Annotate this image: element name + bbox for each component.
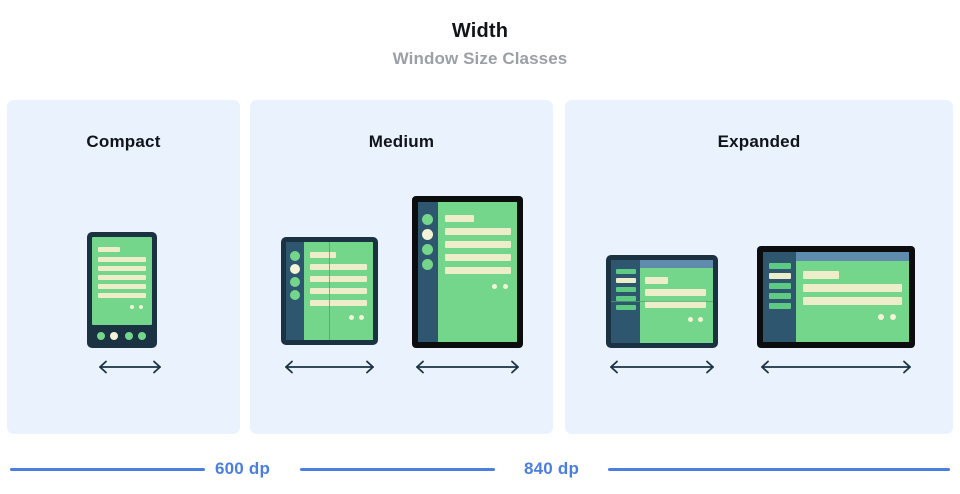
rail-bar	[616, 269, 636, 274]
rail-bar	[769, 283, 791, 289]
device-group-expanded	[565, 100, 953, 434]
rail-dot	[422, 214, 433, 225]
panel-expanded: Expanded	[565, 100, 953, 434]
fab-dot	[890, 314, 896, 320]
nav-dot-active	[110, 332, 118, 340]
breakpoint-rule-mid-left	[300, 468, 495, 471]
panel-compact: Compact	[7, 100, 240, 434]
page-title: Width	[451, 20, 509, 42]
device-tablet-portrait	[412, 196, 523, 348]
fab-dot	[359, 315, 364, 320]
content-line	[803, 284, 902, 292]
nav-rail	[763, 252, 796, 342]
content-line	[310, 252, 336, 258]
device-phone-portrait	[87, 232, 157, 348]
rail-bar	[769, 303, 791, 309]
content-line	[98, 266, 146, 271]
nav-rail	[418, 202, 438, 342]
device-group-compact	[7, 100, 240, 434]
tablet-screen	[438, 202, 517, 342]
fab-dot	[688, 317, 693, 322]
rail-bar-active	[616, 278, 636, 283]
size-class-panels: Compact	[0, 100, 960, 434]
device-group-medium	[250, 100, 553, 434]
panel-label-compact: Compact	[86, 132, 161, 151]
foldable-screen	[304, 242, 373, 340]
top-app-bar	[640, 260, 713, 268]
rail-dot	[290, 277, 300, 287]
content-line	[310, 264, 367, 270]
content-line	[98, 293, 146, 298]
content-line	[803, 297, 902, 305]
breakpoint-rule-left	[10, 468, 205, 471]
content-line	[445, 241, 511, 248]
rail-dot-active	[422, 229, 433, 240]
content-line	[645, 277, 668, 284]
content-line	[445, 228, 511, 235]
content-line	[310, 276, 367, 282]
diagram-header: Width Window Size Classes	[0, 18, 960, 71]
width-arrow	[412, 358, 523, 376]
content-line	[445, 215, 474, 222]
rail-dot	[290, 251, 300, 261]
fab-dot	[130, 305, 134, 309]
rail-bar	[769, 293, 791, 299]
panel-label-expanded: Expanded	[717, 132, 801, 151]
fab-dot	[698, 317, 703, 322]
rail-bar	[616, 287, 636, 292]
top-app-bar	[796, 252, 909, 261]
breakpoint-ruler: 600 dp 840 dp	[0, 455, 960, 485]
content-line	[310, 288, 367, 294]
fold-crease	[611, 301, 713, 302]
phone-bottom-nav	[92, 327, 152, 343]
device-foldable-portrait	[281, 237, 378, 345]
breakpoint-label-600: 600 dp	[215, 459, 271, 478]
content-line	[445, 267, 511, 274]
fold-crease	[329, 242, 330, 340]
panel-medium: Medium	[250, 100, 553, 434]
width-arrow	[757, 358, 915, 376]
phone-screen	[92, 237, 152, 325]
rail-bar	[769, 263, 791, 269]
content-line	[310, 300, 367, 306]
content-line	[98, 275, 146, 280]
content-line	[645, 301, 706, 308]
width-arrow	[95, 358, 165, 376]
nav-dot	[138, 332, 146, 340]
breakpoint-label-840: 840 dp	[524, 459, 580, 478]
device-foldable-landscape	[606, 255, 718, 348]
content-line	[98, 247, 120, 252]
content-line	[98, 284, 146, 289]
content-line	[803, 271, 839, 279]
rail-bar-active	[769, 273, 791, 279]
fab-dot	[878, 314, 884, 320]
breakpoint-rule-right	[608, 468, 950, 471]
rail-bar	[616, 296, 636, 301]
fab-dot	[492, 284, 497, 289]
panel-label-medium: Medium	[368, 132, 435, 151]
fab-dot	[349, 315, 354, 320]
tablet-landscape-screen	[796, 252, 909, 342]
nav-dot	[97, 332, 105, 340]
fab-dot	[139, 305, 143, 309]
device-tablet-landscape	[757, 246, 915, 348]
rail-dot	[422, 259, 433, 270]
nav-dot	[125, 332, 133, 340]
rail-dot	[422, 244, 433, 255]
width-arrow	[606, 358, 718, 376]
content-line	[645, 289, 706, 296]
width-arrow	[281, 358, 378, 376]
content-line	[98, 257, 146, 262]
page-subtitle: Window Size Classes	[392, 49, 568, 68]
rail-bar	[616, 305, 636, 310]
content-line	[445, 254, 511, 261]
fab-dot	[503, 284, 508, 289]
nav-rail	[286, 242, 304, 340]
rail-dot	[290, 290, 300, 300]
rail-dot-active	[290, 264, 300, 274]
